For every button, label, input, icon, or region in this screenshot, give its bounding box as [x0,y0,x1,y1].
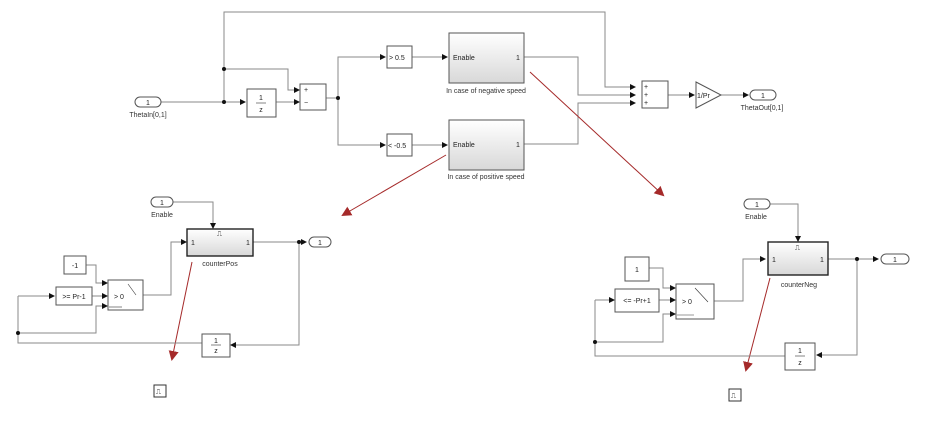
counter-out-port: 1 [820,257,824,264]
outport-number: 1 [318,240,322,247]
subsystem-positive-speed[interactable]: Enable 1 In case of positive speed [447,119,525,181]
left-trigger-pulse-icon: ⎍ [153,384,167,398]
left-outport[interactable]: 1 [308,236,332,248]
enable-port-label: Enable [453,142,475,149]
enable-port-label: Enable [453,55,475,62]
right-subsystem: 1 Enable 1 <= -Pr+1 > 0 ⎍ 1 1 counterNeg… [593,198,910,402]
pulse-icon: ⎍ [156,389,161,396]
sum3-sign: + [644,92,648,99]
left-compare-block[interactable]: >= Pr-1 [55,286,93,306]
left-enable-inport[interactable]: 1 Enable [150,196,174,219]
enable-inport-label: Enable [745,214,767,221]
inport-number: 1 [146,100,150,107]
delay-denominator: z [214,348,218,355]
enable-inport-number: 1 [755,202,759,209]
delay-denominator: z [259,107,263,114]
unit-delay-block[interactable]: 1 z [246,88,277,118]
left-unit-delay[interactable]: 1 z [201,333,231,358]
compare-label: <= -Pr+1 [623,298,651,305]
counterpos-triggered-subsystem[interactable]: ⎍ 1 1 counterPos [186,228,254,268]
counter-in-port: 1 [191,240,195,247]
right-trigger-pulse-icon: ⎍ [728,388,742,402]
trigger-port-icon: ⎍ [217,231,222,238]
left-constant-block[interactable]: -1 [63,255,87,275]
delay-numerator: 1 [259,95,263,102]
outport-number: 1 [893,257,897,264]
delay-numerator: 1 [214,338,218,345]
compare-less-label: < -0.5 [388,143,406,150]
counter-out-port: 1 [246,240,250,247]
left-subsystem: 1 Enable -1 >= Pr-1 > 0 ⎍ 1 1 counterPos… [16,196,332,398]
compare-greater-label: > 0.5 [389,55,405,62]
right-constant-block[interactable]: 1 [624,256,650,282]
outport-number: 1 [761,93,765,100]
constant-value: -1 [72,263,78,270]
right-enable-inport[interactable]: 1 Enable [743,198,771,221]
sum3-block[interactable]: + + + [641,80,669,109]
thetain-inport[interactable]: 1 ThetaIn[0,1] [129,96,167,119]
top-wires [160,11,749,148]
enable-inport-number: 1 [160,200,164,207]
trigger-port-icon: ⎍ [795,245,800,252]
compare-label: >= Pr-1 [62,294,85,301]
subsystem-caption: In case of negative speed [446,88,526,95]
delay-denominator: z [798,360,802,367]
outport-label: ThetaOut[0,1] [741,105,784,112]
inport-label: ThetaIn[0,1] [129,112,166,119]
counter-caption: counterNeg [781,282,817,289]
out-port-label: 1 [516,142,520,149]
delay-numerator: 1 [798,348,802,355]
sum3-sign: + [644,100,648,107]
thetaout-outport[interactable]: 1 ThetaOut[0,1] [741,89,784,112]
right-compare-block[interactable]: <= -Pr+1 [614,288,660,313]
arrow-counterpos-to-trigger [168,261,193,361]
counter-in-port: 1 [772,257,776,264]
right-outport[interactable]: 1 [880,253,910,265]
counterneg-triggered-subsystem[interactable]: ⎍ 1 1 counterNeg [767,241,829,289]
right-switch-block[interactable]: > 0 [675,283,715,320]
gain-block[interactable]: 1/Pr [695,81,723,109]
difference-sum-block[interactable]: + − [299,83,327,111]
pulse-icon: ⎍ [731,393,736,400]
counter-caption: counterPos [202,261,238,268]
enable-inport-label: Enable [151,212,173,219]
right-unit-delay[interactable]: 1 z [784,342,816,371]
subsystem-caption: In case of positive speed [447,174,524,181]
switch-criteria: > 0 [682,299,692,306]
left-wires [16,201,307,348]
compare-greater-block[interactable]: > 0.5 [386,45,413,69]
gain-label: 1/Pr [697,93,711,100]
constant-value: 1 [635,267,639,274]
subsystem-negative-speed[interactable]: Enable 1 In case of negative speed [446,32,526,95]
arrow-negative-to-counterneg [529,71,665,197]
out-port-label: 1 [516,55,520,62]
arrow-counterneg-to-trigger [743,277,771,372]
compare-less-block[interactable]: < -0.5 [386,133,413,157]
switch-criteria: > 0 [114,294,124,301]
sum-sign-plus: + [304,87,308,94]
arrow-positive-to-counterpos [341,154,447,217]
sum-sign-minus: − [304,100,308,107]
right-wires [593,203,879,358]
sum3-sign: + [644,84,648,91]
left-switch-block[interactable]: > 0 [107,279,144,311]
top-model: 1 ThetaIn[0,1] 1 z + − > 0.5 < -0.5 [129,11,784,181]
